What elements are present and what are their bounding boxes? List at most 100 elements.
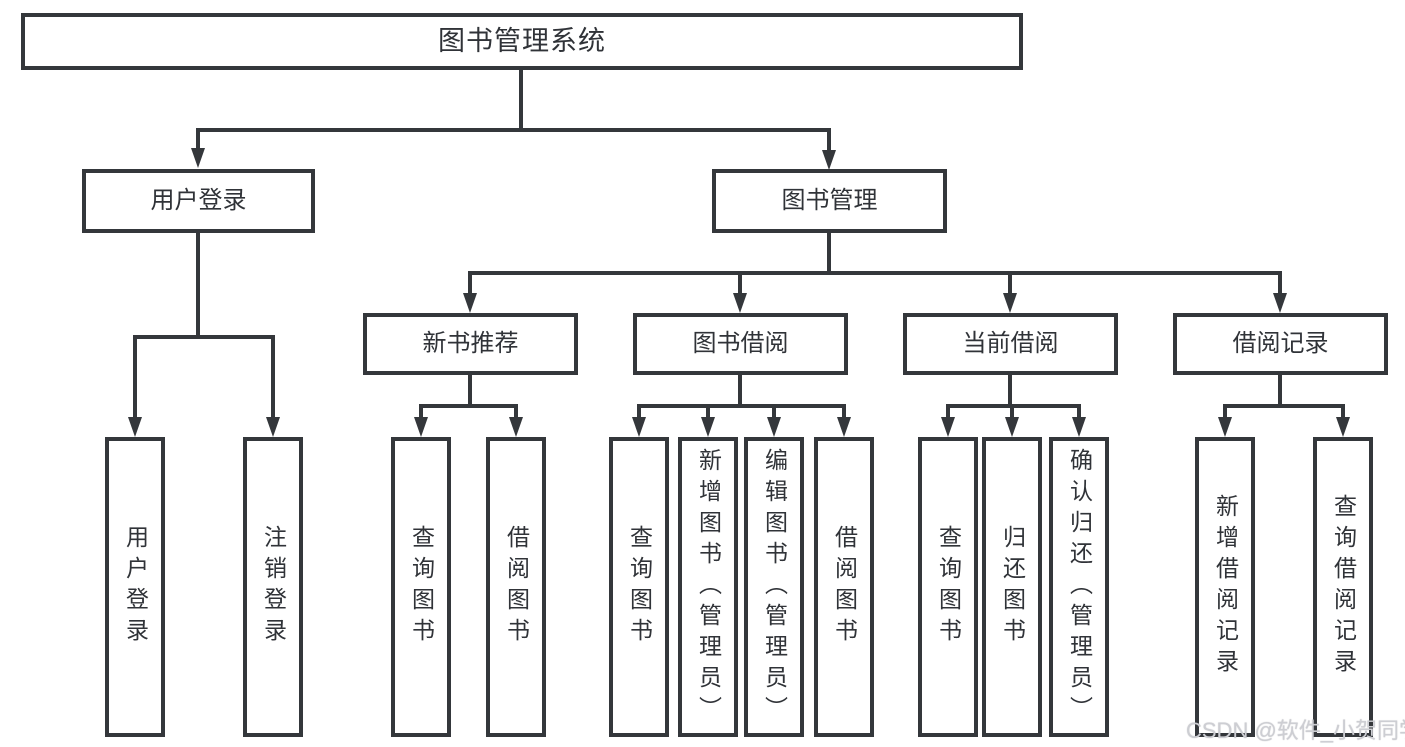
connector-line: [419, 404, 518, 408]
connector-line: [827, 233, 831, 275]
arrow-head: [414, 417, 428, 437]
connector-line: [637, 404, 846, 408]
arrow-head: [1218, 417, 1232, 437]
connector-line: [133, 335, 275, 339]
node-book-management: 图书管理: [712, 169, 947, 233]
arrow-shaft: [1341, 404, 1345, 419]
leaf-current-query-books: 查询图书: [918, 437, 978, 737]
connector-arrow-down: [837, 404, 851, 437]
leaf-borrow-add-books-admin: 新增图书（管理员）: [678, 437, 738, 737]
leaf-current-return-books: 归还图书: [982, 437, 1042, 737]
arrow-head: [191, 148, 205, 168]
leaf-record-add-borrow-record: 新增借阅记录: [1195, 437, 1255, 737]
arrow-shaft: [133, 335, 137, 419]
arrow-head: [733, 293, 747, 313]
node-borrowing-records: 借阅记录: [1173, 313, 1388, 375]
arrow-shaft: [827, 128, 831, 152]
arrow-head: [1005, 417, 1019, 437]
arrow-shaft: [1008, 271, 1012, 295]
connector-arrow-down: [767, 404, 781, 437]
arrow-shaft: [772, 404, 776, 419]
connector-arrow-down: [632, 404, 646, 437]
leaf-label: 查询图书: [408, 525, 435, 649]
arrow-head: [1336, 417, 1350, 437]
leaf-login: 用户登录: [105, 437, 165, 737]
connector-arrow-down: [1005, 404, 1019, 437]
arrow-head: [837, 417, 851, 437]
leaf-label: 归还图书: [999, 525, 1026, 649]
node-library-management-system: 图书管理系统: [21, 13, 1023, 70]
leaf-label: 新增借阅记录: [1212, 494, 1239, 680]
connector-arrow-down: [941, 404, 955, 437]
leaf-label: 借阅图书: [831, 525, 858, 649]
leaf-label: 用户登录: [122, 525, 149, 649]
connector-arrow-down: [191, 128, 205, 168]
node-label: 借阅记录: [1232, 330, 1329, 357]
leaf-borrow-borrow-books: 借阅图书: [814, 437, 874, 737]
arrow-head: [701, 417, 715, 437]
node-label: 图书管理: [781, 187, 878, 214]
arrow-shaft: [637, 404, 641, 419]
connector-arrow-down: [1336, 404, 1350, 437]
connector-arrow-down: [701, 404, 715, 437]
arrow-head: [266, 417, 280, 437]
arrow-shaft: [1278, 271, 1282, 295]
node-label: 用户登录: [150, 187, 247, 214]
leaf-record-query-borrow-record: 查询借阅记录: [1313, 437, 1373, 737]
connector-line: [738, 375, 742, 408]
arrow-head: [632, 417, 646, 437]
leaf-label: 查询图书: [935, 525, 962, 649]
connector-line: [1223, 404, 1345, 408]
arrow-shaft: [738, 271, 742, 295]
arrow-shaft: [1223, 404, 1227, 419]
arrow-shaft: [271, 335, 275, 419]
connector-arrow-down: [414, 404, 428, 437]
arrow-shaft: [1010, 404, 1014, 419]
arrow-shaft: [842, 404, 846, 419]
node-book-borrowing: 图书借阅: [633, 313, 848, 375]
leaf-label: 借阅图书: [503, 525, 530, 649]
connector-arrow-down: [463, 271, 477, 313]
connector-line: [1278, 375, 1282, 408]
connector-arrow-down: [1003, 271, 1017, 313]
arrow-head: [509, 417, 523, 437]
arrow-shaft: [419, 404, 423, 419]
node-current-borrowing: 当前借阅: [903, 313, 1118, 375]
arrow-head: [822, 150, 836, 170]
connector-line: [468, 375, 472, 408]
node-label: 图书管理系统: [438, 26, 606, 56]
leaf-label: 查询图书: [626, 525, 653, 649]
connector-arrow-down: [822, 128, 836, 170]
node-label: 图书借阅: [692, 330, 789, 357]
leaf-borrow-edit-books-admin: 编辑图书（管理员）: [744, 437, 804, 737]
connector-arrow-down: [1218, 404, 1232, 437]
arrow-shaft: [946, 404, 950, 419]
leaf-borrow-query-books: 查询图书: [609, 437, 669, 737]
arrow-head: [128, 417, 142, 437]
connector-line: [468, 271, 1282, 275]
arrow-shaft: [706, 404, 710, 419]
connector-line: [196, 128, 831, 132]
connector-arrow-down: [1273, 271, 1287, 313]
leaf-label: 查询借阅记录: [1330, 494, 1357, 680]
leaf-label: 注销登录: [260, 525, 287, 649]
connector-arrow-down: [266, 335, 280, 437]
leaf-current-confirm-return-admin: 确认归还（管理员）: [1049, 437, 1109, 737]
connector-line: [519, 70, 523, 132]
node-user-login: 用户登录: [82, 169, 315, 233]
arrow-shaft: [196, 128, 200, 150]
leaf-label: 编辑图书（管理员）: [761, 447, 788, 727]
leaf-label: 新增图书（管理员）: [695, 447, 722, 727]
arrow-head: [1273, 293, 1287, 313]
leaf-recommend-borrow-books: 借阅图书: [486, 437, 546, 737]
connector-arrow-down: [509, 404, 523, 437]
node-label: 当前借阅: [962, 330, 1059, 357]
arrow-shaft: [468, 271, 472, 295]
connector-line: [1008, 375, 1012, 408]
leaf-recommend-query-books: 查询图书: [391, 437, 451, 737]
csdn-watermark: CSDN @软件_小贺同学: [1186, 718, 1405, 743]
arrow-head: [767, 417, 781, 437]
arrow-head: [941, 417, 955, 437]
leaf-logout: 注销登录: [243, 437, 303, 737]
